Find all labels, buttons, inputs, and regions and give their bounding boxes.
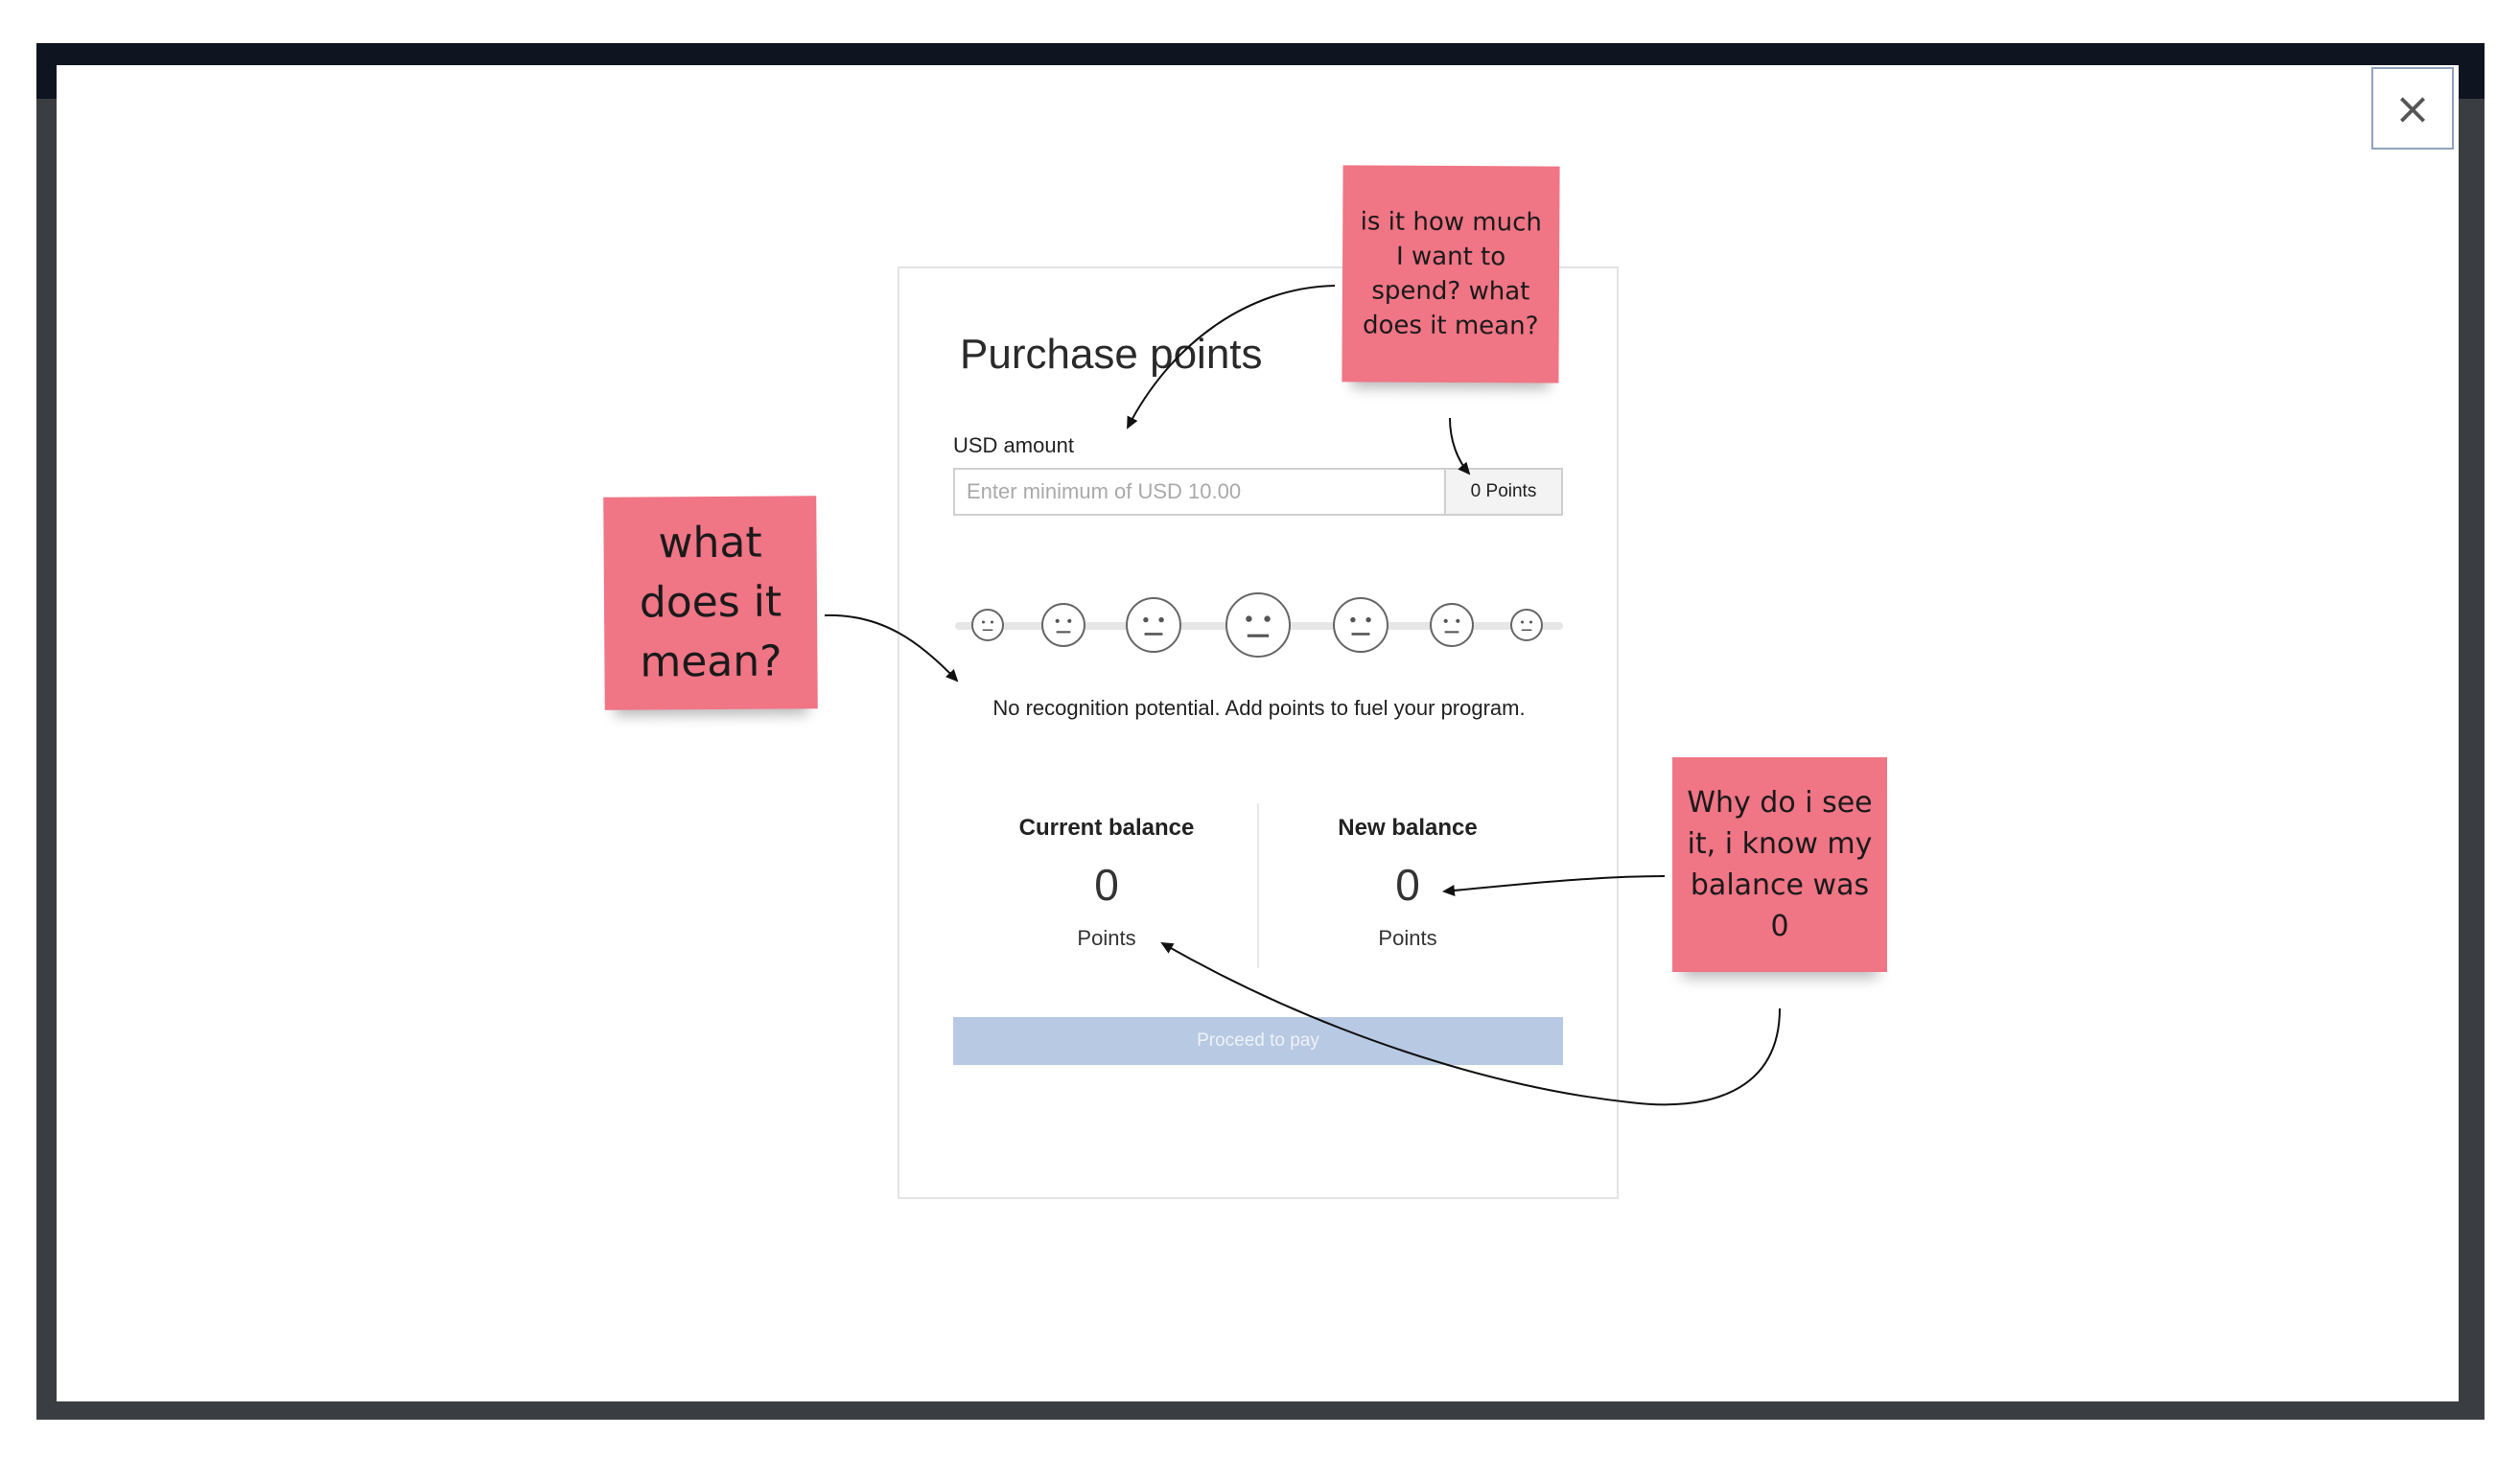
neutral-face-icon — [1430, 603, 1474, 647]
current-balance: Current balance 0 Points — [963, 815, 1250, 951]
current-balance-unit: Points — [1077, 926, 1136, 950]
neutral-face-icon — [1510, 609, 1543, 641]
neutral-face-icon — [1333, 597, 1388, 653]
sticky-note-line: it, i know my — [1687, 827, 1873, 861]
sticky-note-balance-question: Why do i see it, i know my balance was 0 — [1672, 757, 1887, 972]
neutral-face-icon — [1225, 592, 1291, 658]
new-balance: New balance 0 Points — [1264, 815, 1552, 951]
usd-amount-label: USD amount — [953, 433, 1074, 457]
sticky-note-line: what — [658, 518, 762, 568]
recognition-message: No recognition potential. Add points to … — [992, 696, 1526, 720]
page-title: Purchase points — [960, 331, 1263, 378]
sticky-note-line: I want to — [1395, 242, 1506, 272]
new-balance-title: New balance — [1338, 815, 1478, 841]
sticky-note-line: spend? what — [1371, 276, 1530, 307]
sticky-note-usd-question: is it how much I want to spend? what doe… — [1342, 165, 1560, 383]
sticky-note-line: does it mean? — [1362, 311, 1539, 341]
close-icon: × — [2393, 82, 2432, 134]
balance-divider — [1257, 803, 1259, 968]
current-balance-value: 0 — [1094, 860, 1119, 910]
points-addon: 0 Points — [1444, 468, 1563, 516]
sticky-note-line: is it how much — [1360, 207, 1542, 238]
sticky-note-line: mean? — [640, 636, 782, 687]
new-balance-unit: Points — [1378, 926, 1437, 950]
sticky-note-line: does it — [639, 577, 782, 628]
sticky-note-line: Why do i see — [1687, 786, 1873, 820]
close-button[interactable]: × — [2371, 67, 2454, 150]
usd-amount-input[interactable] — [953, 468, 1444, 516]
neutral-face-icon — [971, 609, 1004, 641]
proceed-to-pay-button[interactable]: Proceed to pay — [953, 1017, 1563, 1065]
neutral-face-icon — [1126, 597, 1181, 653]
sticky-note-scale-question: what does it mean? — [603, 496, 818, 710]
sticky-note-line: balance was — [1690, 868, 1870, 902]
current-balance-title: Current balance — [1018, 815, 1195, 841]
new-balance-value: 0 — [1395, 860, 1420, 910]
sticky-note-line: 0 — [1770, 910, 1789, 943]
neutral-face-icon — [1041, 603, 1085, 647]
